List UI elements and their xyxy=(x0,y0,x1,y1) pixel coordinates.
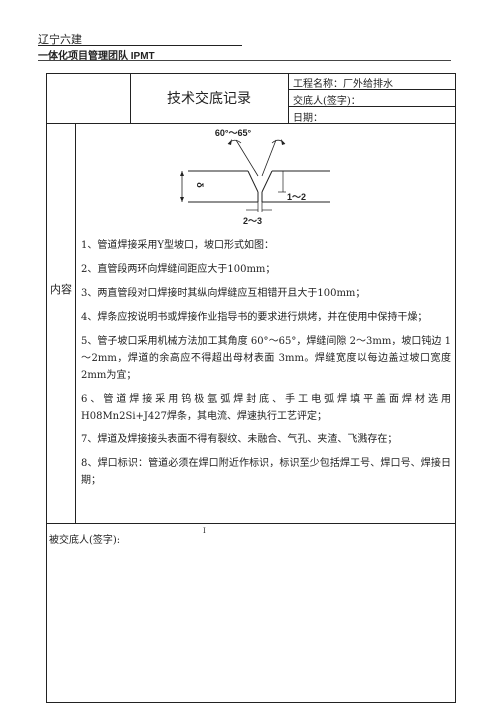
table-vline-left xyxy=(130,73,131,123)
project-name: 工程名称：厂外给排水 xyxy=(293,79,393,90)
item-7: 7、焊道及焊接接头表面不得有裂纹、未融合、气孔、夹渣、飞溅存在； xyxy=(81,434,398,445)
discloser-signature: 交底人(签字)： xyxy=(293,96,361,107)
item-3: 3、两直管段对口焊接时其纵向焊缝应互相错开且大于100mm； xyxy=(81,288,366,299)
table-vline-label xyxy=(75,123,76,523)
content-label: 内容 xyxy=(50,283,72,296)
groove-diagram: 60°～65° δ 1～2 2～3 xyxy=(180,128,330,226)
form-title: 技术交底记录 xyxy=(167,91,251,107)
signee-signature: 被交底人(签字): xyxy=(49,535,121,546)
item-8: 8、焊口标识：管道必须在焊口附近作标识，标识至少包括焊工号、焊口号、焊接日期； xyxy=(81,458,451,486)
disclosure-date: 日期： xyxy=(293,113,323,124)
table-hline-content xyxy=(46,523,456,524)
item-5: 5、管子坡口采用机械方法加工其角度 60°～65°，焊缝间隙 2～3mm，坡口钝… xyxy=(81,336,451,381)
table-hline-header xyxy=(46,123,456,124)
company-name: 辽宁六建 xyxy=(38,33,82,46)
table-hline-info2 xyxy=(288,106,456,107)
table-vline-right xyxy=(288,73,289,123)
item-2: 2、直管段两环向焊缝间距应大于100mm； xyxy=(81,264,276,275)
item-6: 6、管道焊接采用钨极氩弧焊封底、手工电弧焊填平盖面焊材选用H08Mn2Si+J4… xyxy=(81,394,451,422)
blunt-label: 1～2 xyxy=(287,192,306,202)
team-name: 一体化项目管理团队 IPMT xyxy=(38,51,155,62)
header-rule xyxy=(38,45,242,46)
gap-label: 2～3 xyxy=(243,216,262,226)
stray-mark: I xyxy=(203,527,206,535)
thickness-label: δ xyxy=(195,182,205,188)
item-4: 4、焊条应按说明书或焊接作业指导书的要求进行烘烤，并在使用中保持干燥； xyxy=(81,312,428,323)
header-divider xyxy=(38,60,451,61)
angle-label: 60°～65° xyxy=(215,128,252,138)
item-1: 1、管道焊接采用Y型坡口，坡口形式如图： xyxy=(81,240,274,251)
table-hline-info1 xyxy=(288,89,456,90)
